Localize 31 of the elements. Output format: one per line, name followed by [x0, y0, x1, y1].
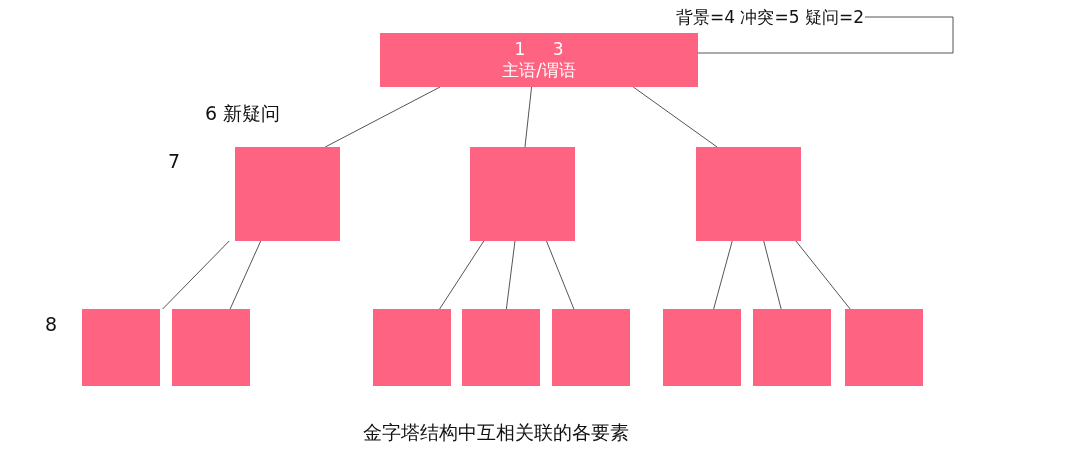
empty-box	[82, 309, 160, 386]
connector-line	[324, 86, 441, 148]
level-label: 6 新疑问	[205, 101, 281, 126]
connector-line	[546, 240, 575, 310]
connector-line	[505, 240, 516, 310]
empty-box	[235, 147, 340, 241]
empty-box	[470, 147, 575, 241]
empty-box	[552, 309, 630, 386]
caption: 金字塔结构中互相关联的各要素	[363, 420, 629, 445]
connector-line	[162, 240, 230, 310]
connector-line	[632, 86, 718, 148]
empty-box	[753, 309, 831, 386]
connector-line	[524, 86, 533, 148]
empty-box	[172, 309, 250, 386]
note-text: 背景=4 冲突=5 疑问=2	[676, 6, 864, 28]
connector-line	[795, 240, 851, 310]
topic-box	[380, 33, 698, 87]
connector-line	[713, 240, 733, 310]
connector-line	[439, 240, 485, 310]
number-text: 1 3	[514, 39, 564, 60]
empty-box	[845, 309, 923, 386]
leader-line	[697, 16, 954, 54]
empty-box	[462, 309, 540, 386]
empty-box	[663, 309, 741, 386]
empty-box	[373, 309, 451, 386]
connector-line	[229, 240, 262, 310]
box-title: 主语/谓语	[502, 60, 576, 81]
empty-box	[696, 147, 801, 241]
level-number: 8	[45, 313, 58, 335]
connector-line	[763, 240, 782, 310]
level-number: 7	[168, 150, 181, 172]
